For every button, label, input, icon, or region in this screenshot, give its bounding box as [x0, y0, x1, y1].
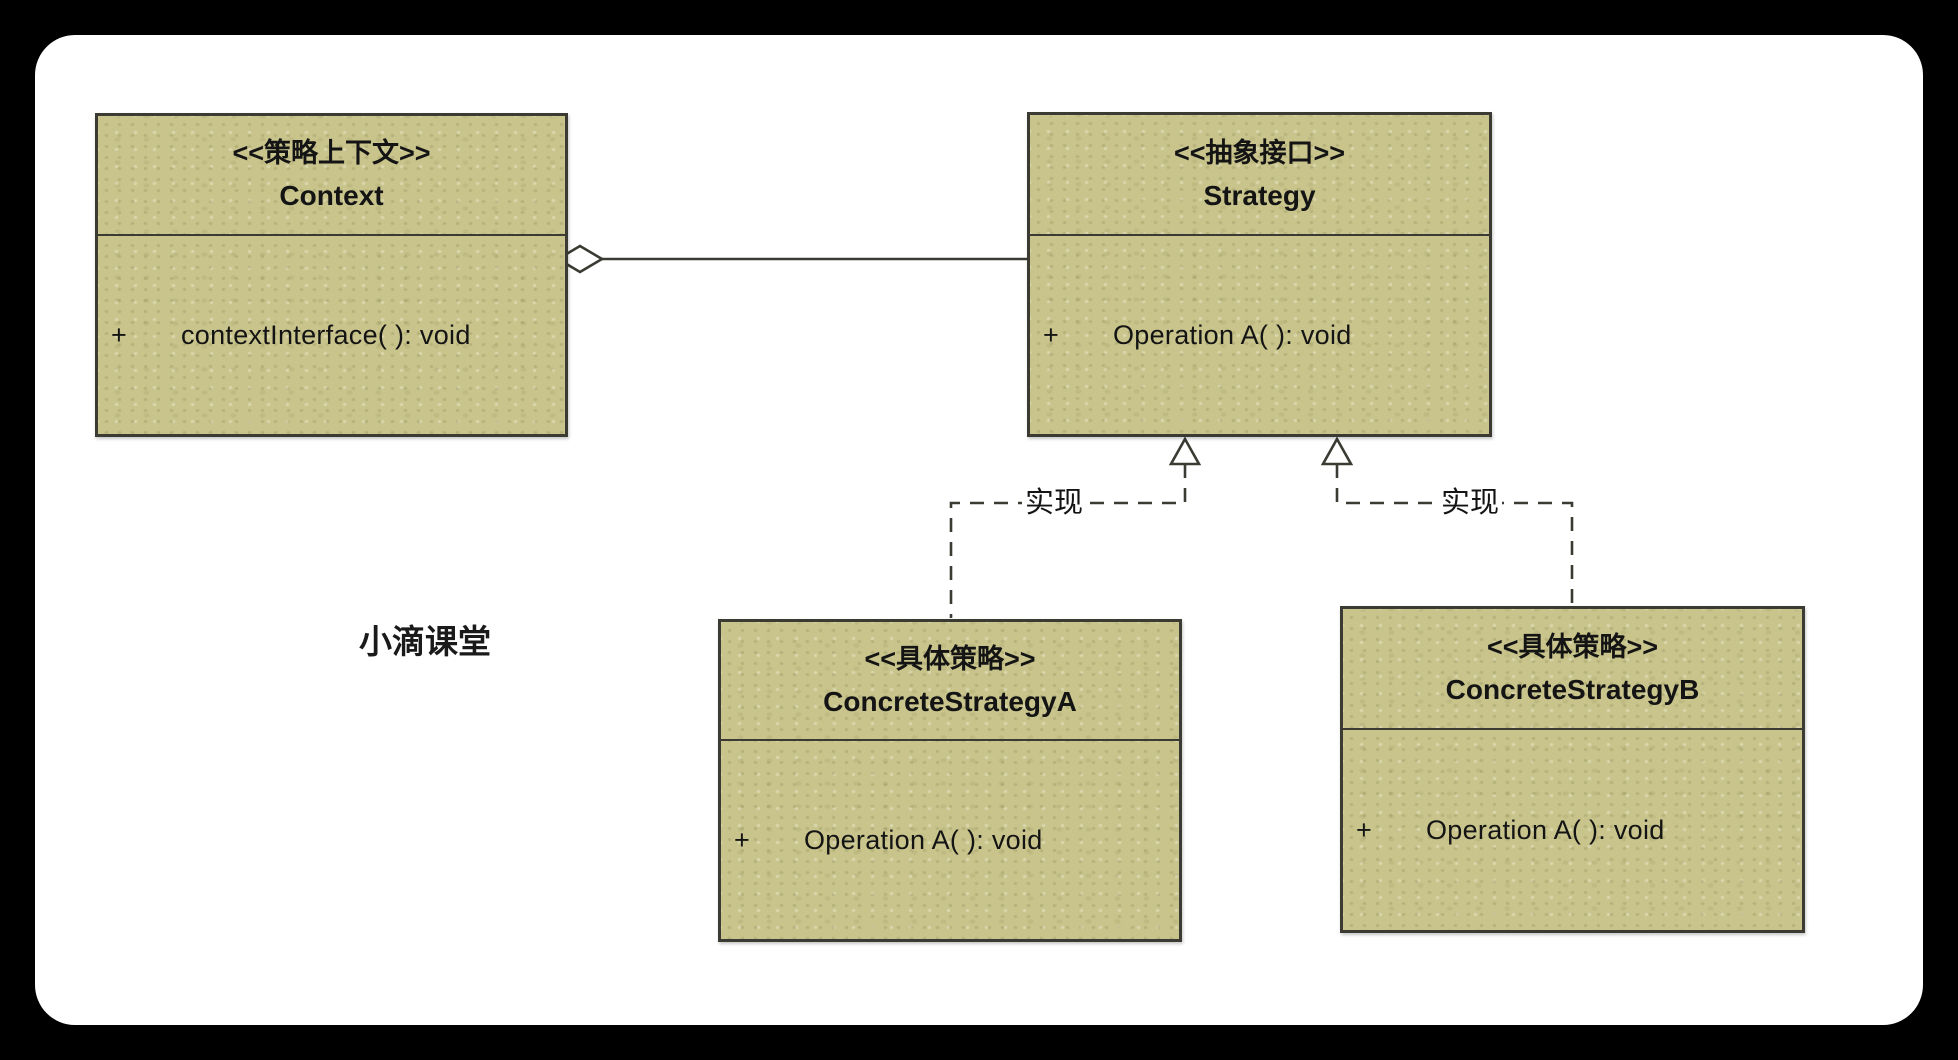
watermark-text: 小滴课堂	[359, 623, 491, 660]
class-name: ConcreteStrategyB	[1445, 673, 1700, 705]
class-stereotype: <<具体策略>>	[1486, 631, 1659, 662]
class-header-concrete-strategy-a: <<具体策略>> ConcreteStrategyA	[721, 622, 1179, 741]
method-visibility: +	[111, 319, 127, 350]
class-name: Strategy	[1203, 179, 1316, 211]
method-visibility: +	[1356, 814, 1372, 845]
class-methods-strategy: + Operation A( ): void	[1030, 236, 1489, 434]
class-name: ConcreteStrategyA	[823, 685, 1077, 717]
class-header-strategy: <<抽象接口>> Strategy	[1030, 115, 1489, 236]
method-signature: Operation A( ): void	[1113, 319, 1352, 350]
class-box-strategy: <<抽象接口>> Strategy + Operation A( ): void	[1027, 112, 1492, 437]
class-header-context: <<策略上下文>> Context	[98, 116, 565, 236]
method-signature: contextInterface( ): void	[181, 319, 471, 350]
class-header-concrete-strategy-b: <<具体策略>> ConcreteStrategyB	[1343, 609, 1802, 730]
method-signature: Operation A( ): void	[1426, 814, 1665, 845]
method-signature: Operation A( ): void	[804, 824, 1043, 855]
class-box-concrete-strategy-b: <<具体策略>> ConcreteStrategyB + Operation A…	[1340, 606, 1805, 933]
class-stereotype: <<策略上下文>>	[232, 138, 431, 168]
realization-label-b: 实现	[1437, 486, 1503, 520]
class-methods-concrete-strategy-b: + Operation A( ): void	[1343, 730, 1802, 930]
class-stereotype: <<具体策略>>	[864, 643, 1036, 674]
method-visibility: +	[1043, 319, 1059, 350]
class-stereotype: <<抽象接口>>	[1173, 137, 1346, 168]
class-name: Context	[279, 180, 384, 211]
class-box-concrete-strategy-a: <<具体策略>> ConcreteStrategyA + Operation A…	[718, 619, 1182, 942]
class-methods-context: + contextInterface( ): void	[98, 236, 565, 434]
class-methods-concrete-strategy-a: + Operation A( ): void	[721, 741, 1179, 939]
realization-label-a: 实现	[1021, 486, 1087, 520]
method-visibility: +	[734, 824, 750, 855]
class-box-context: <<策略上下文>> Context + contextInterface( ):…	[95, 113, 568, 437]
